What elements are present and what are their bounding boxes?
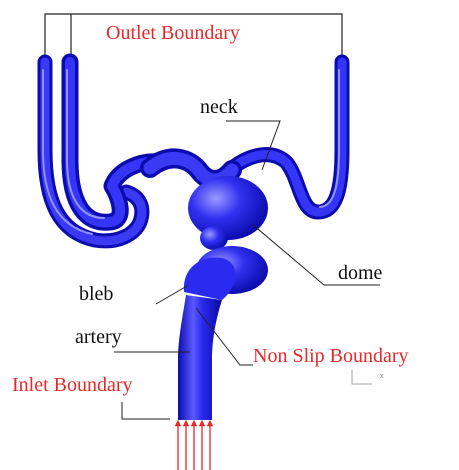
parent-artery: [178, 258, 236, 420]
axis-x-label: x: [380, 373, 384, 380]
inlet-boundary-label: Inlet Boundary: [12, 374, 133, 396]
inlet-arrows: [178, 423, 210, 470]
bleb-leader: [156, 286, 187, 304]
neck-label: neck: [200, 96, 238, 118]
inlet-leader: [122, 402, 170, 419]
outlet-boundary-label: Outlet Boundary: [106, 22, 240, 44]
non-slip-boundary-label: Non Slip Boundary: [253, 345, 409, 367]
bleb-label: bleb: [79, 283, 113, 305]
artery-label: artery: [75, 326, 122, 348]
aneurysm-dome: [188, 176, 268, 240]
axis-indicator: [352, 370, 372, 384]
dome-label: dome: [338, 262, 382, 284]
